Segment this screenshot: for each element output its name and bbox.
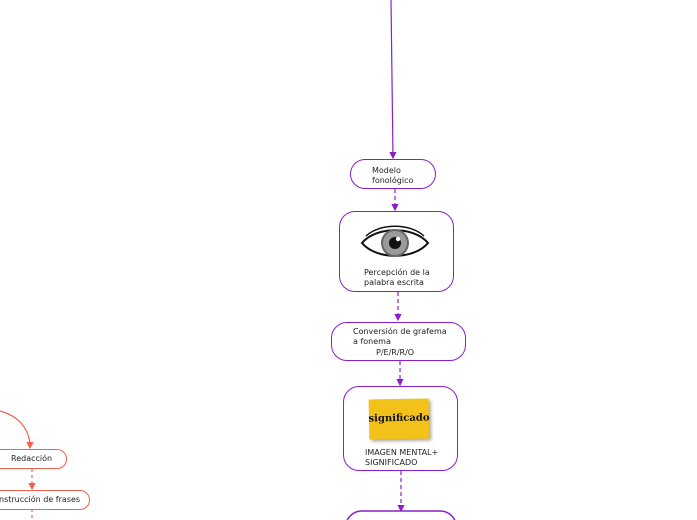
node-label: Conversión de grafema a fonema [353,327,447,346]
node-label: IMAGEN MENTAL+ SIGNIFICADO [365,448,439,467]
node-next-partial [346,510,456,520]
node-label: Modelo fonológico [372,166,414,185]
edge-redaccion-in [0,410,34,450]
node-construccion[interactable]: nstrucción de frases [0,490,90,510]
significado-image: significado [368,398,430,440]
node-imagen-mental[interactable]: significado IMAGEN MENTAL+ SIGNIFICADO [343,386,458,471]
node-redaccion[interactable]: Redacción [0,449,67,469]
node-label: Percepción de la palabra escrita [364,268,430,287]
node-sublabel: P/E/R/R/O [376,348,415,357]
node-label: nstrucción de frases [0,495,81,504]
node-label: Redacción [11,454,53,463]
edge-top-modelo [389,0,397,160]
node-percepcion[interactable]: Percepción de la palabra escrita [339,211,454,292]
node-modelo-fonologico[interactable]: Modelo fonológico [350,159,436,189]
node-conversion[interactable]: Conversión de grafema a fonema P/E/R/R/O [331,322,466,361]
eye-icon [360,225,430,257]
